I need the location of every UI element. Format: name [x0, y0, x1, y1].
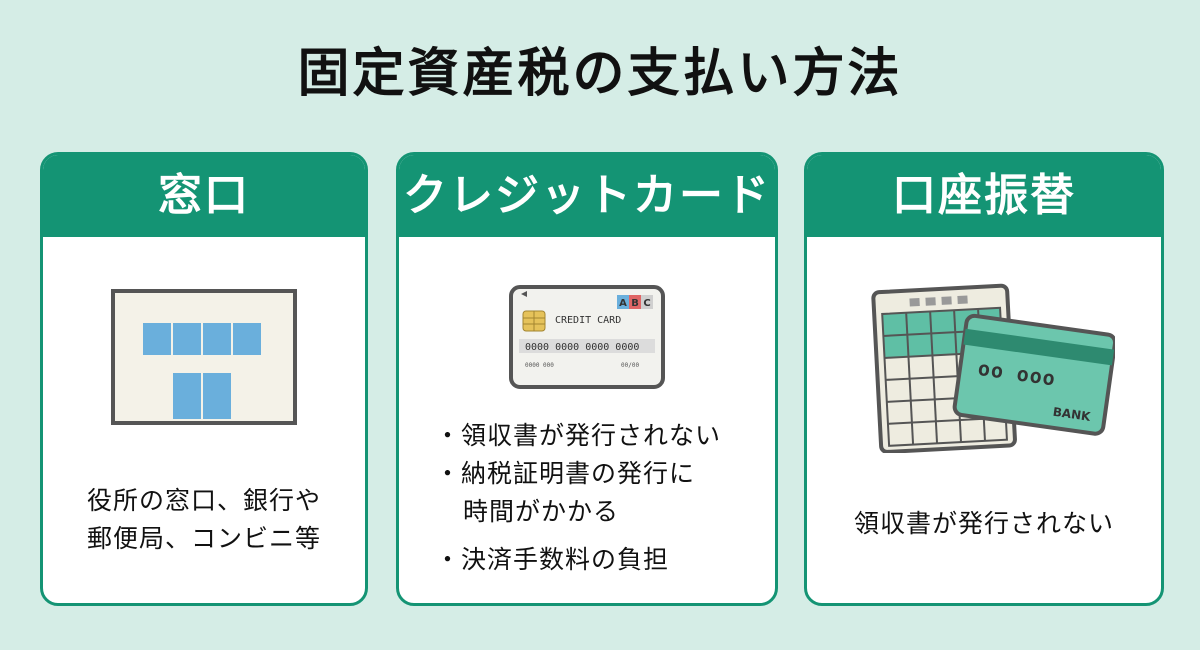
- bank-card-and-ledger-icon: oo ooo BANK: [871, 283, 1115, 453]
- card-desc-transfer: 領収書が発行されない: [853, 509, 1114, 538]
- card-name-placeholder: 0000 000: [525, 362, 554, 369]
- card-heading-transfer: 口座振替: [807, 155, 1161, 237]
- list-item: ・納税証明書の発行に 時間がかかる: [435, 459, 696, 526]
- list-item: ・決済手数料の負担: [435, 545, 670, 574]
- payment-method-card-credit: クレジットカード A B C CREDIT CARD 0000 0000 000…: [396, 152, 778, 606]
- payment-method-card-transfer: 口座振替: [804, 152, 1164, 606]
- credit-notes-list: ・領収書が発行されない ・納税証明書の発行に 時間がかかる ・決済手数料の負担: [435, 417, 721, 579]
- card-heading-credit: クレジットカード: [399, 155, 775, 237]
- card-number: 0000 0000 0000 0000: [525, 342, 639, 353]
- card-desc-counter: 役所の窓口、銀行や 郵便局、コンビニ等: [86, 486, 321, 553]
- bank-card-label: BANK: [1052, 405, 1092, 424]
- card-brand-c: C: [643, 298, 650, 309]
- government-office-building-icon: [111, 289, 297, 425]
- card-brand-a: A: [619, 298, 627, 309]
- list-item: ・領収書が発行されない: [435, 421, 722, 450]
- card-body-counter: 役所の窓口、銀行や 郵便局、コンビニ等: [43, 237, 365, 603]
- payment-method-card-counter: 窓口 役所の窓口、銀行や 郵便局、コンビニ等: [40, 152, 368, 606]
- card-body-credit: A B C CREDIT CARD 0000 0000 0000 0000 00…: [399, 237, 775, 603]
- card-label: CREDIT CARD: [555, 315, 621, 326]
- credit-card-icon: A B C CREDIT CARD 0000 0000 0000 0000 00…: [509, 285, 665, 389]
- page-title: 固定資産税の支払い方法: [297, 44, 903, 104]
- card-expiry: 00/00: [621, 362, 639, 369]
- card-heading-counter: 窓口: [43, 155, 365, 237]
- card-body-transfer: oo ooo BANK 領収書が発行されない: [807, 237, 1161, 603]
- card-brand-b: B: [631, 298, 639, 309]
